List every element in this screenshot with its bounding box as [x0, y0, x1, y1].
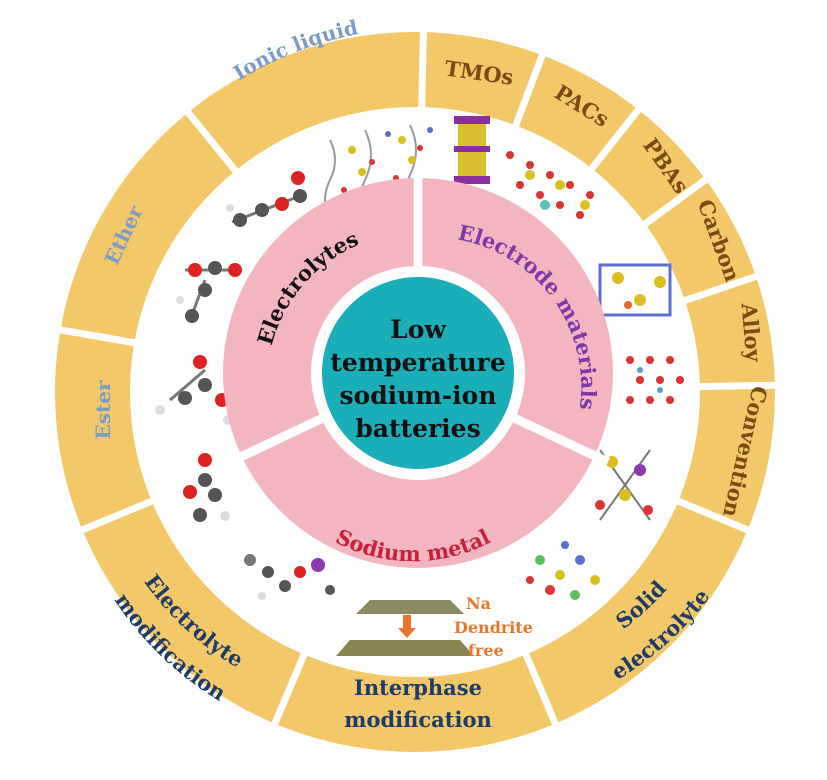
ether-molecule [226, 171, 307, 227]
interphase-label-1: Interphase [354, 675, 482, 700]
interphase-molecule [244, 554, 335, 600]
alloy-crystal [595, 449, 653, 521]
ester-molecule-3 [183, 453, 230, 522]
alloy-label: Alloy [736, 301, 766, 363]
dendrite-free-illustration [336, 600, 474, 656]
ester-molecule-2 [155, 355, 233, 425]
ester-molecule-1 [176, 261, 242, 323]
crystal-decorations [454, 116, 684, 600]
dendrite-label: Dendrite [454, 618, 533, 637]
solid-electrolyte-crystal [526, 541, 600, 600]
interphase-label-2: modification [344, 707, 492, 732]
center-line-3: sodium-ion [339, 381, 496, 410]
carbon-crystal [626, 356, 684, 404]
pbas-crystal [598, 263, 672, 317]
tmos-crystal [454, 116, 490, 184]
pacs-crystal [506, 151, 594, 219]
center-circle [322, 277, 514, 469]
molecule-decorations [155, 124, 433, 600]
free-label: free [468, 641, 504, 660]
center-line-4: batteries [355, 414, 480, 443]
ester-label: Ester [91, 380, 115, 439]
center-line-2: temperature [330, 348, 505, 377]
center-line-1: Low [390, 315, 447, 344]
na-label: Na [466, 594, 491, 613]
